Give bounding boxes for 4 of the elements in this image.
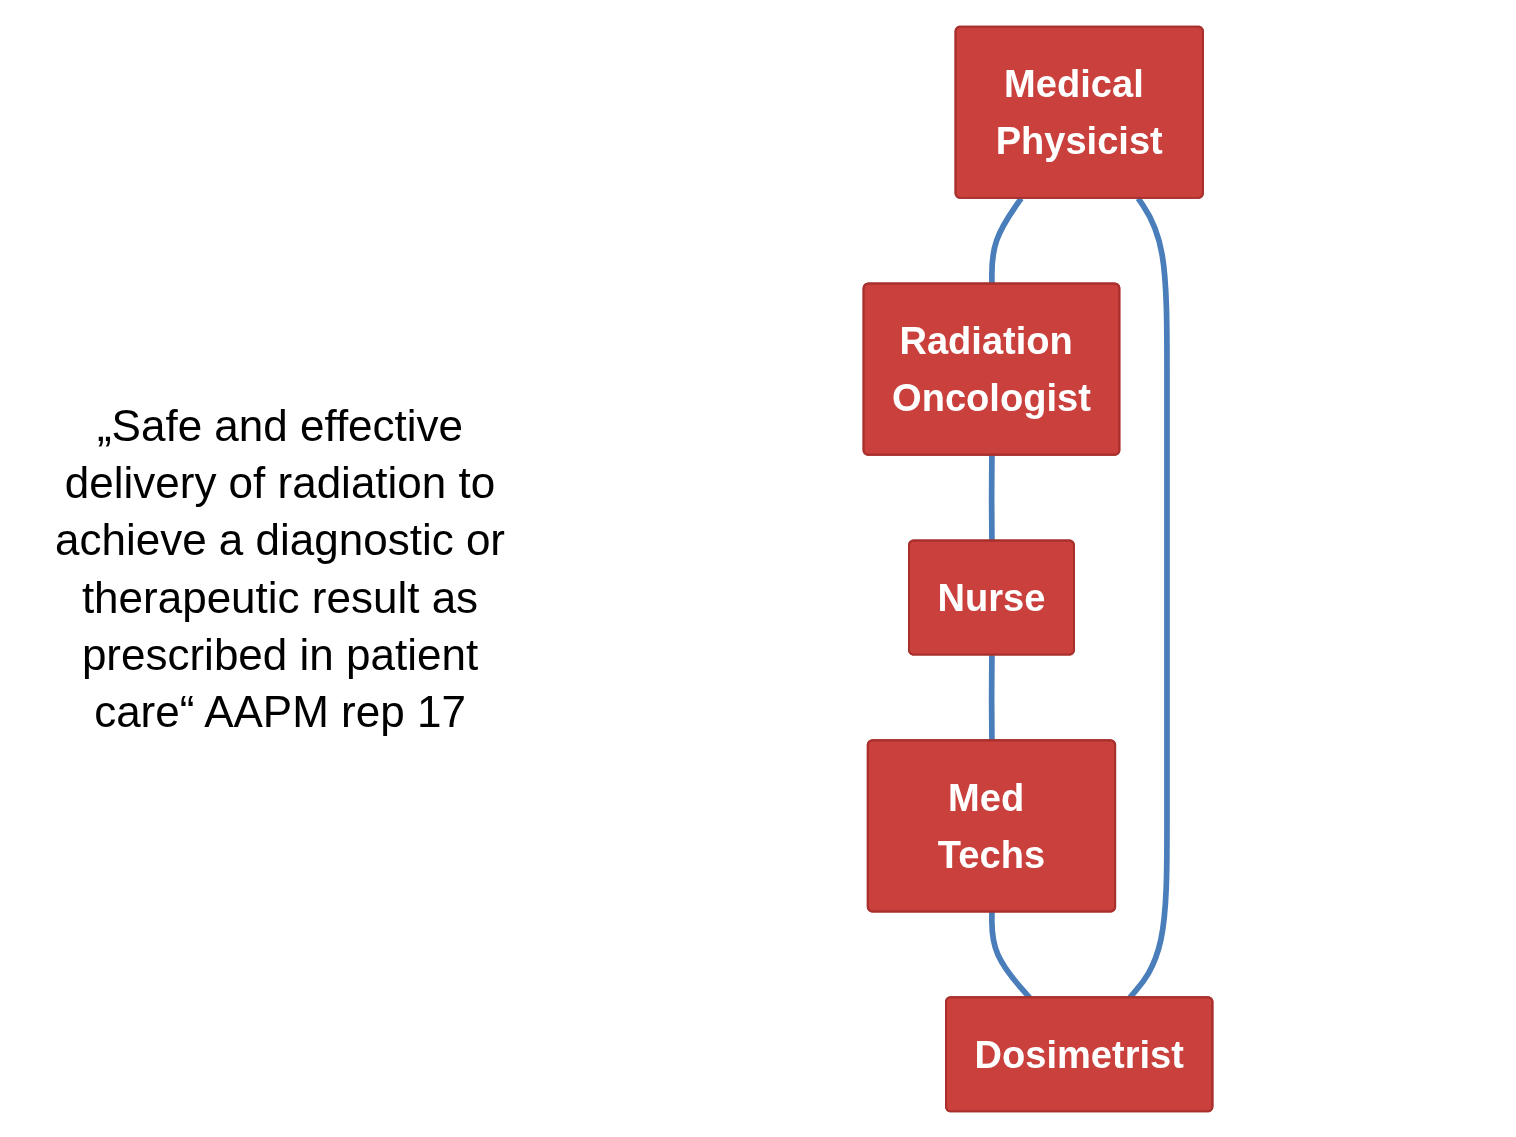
quote-text: „Safe and effective delivery of radiation to achieve a diagnostic or therapeutic result as prescribed in patient care“ AAPM rep 17 xyxy=(53,399,507,738)
connector xyxy=(989,196,1024,284)
connector xyxy=(988,454,995,541)
connector xyxy=(988,654,995,741)
